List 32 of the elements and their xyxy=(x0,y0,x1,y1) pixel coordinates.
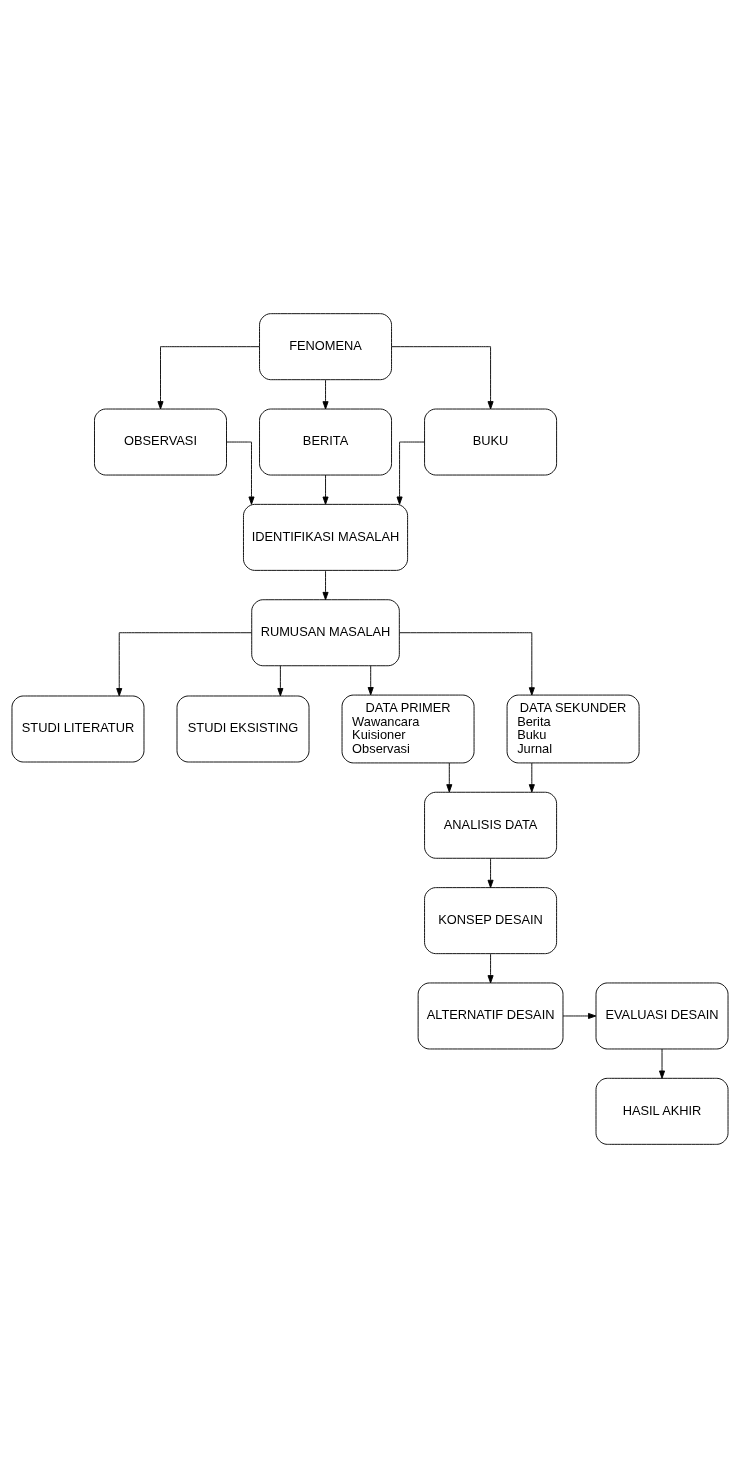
arrow xyxy=(322,474,329,505)
arrow xyxy=(322,570,329,601)
arrow xyxy=(487,857,494,889)
arrow xyxy=(391,346,494,410)
node-box: FENOMENA xyxy=(259,313,392,381)
node-box: OBSERVASI xyxy=(94,408,227,476)
arrow xyxy=(398,632,535,696)
arrow xyxy=(322,379,329,410)
node-box: DATA SEKUNDER Berita Buku Jurnal xyxy=(506,694,640,764)
arrow xyxy=(226,441,255,505)
node-box: HASIL AKHIR xyxy=(595,1077,729,1145)
node-box: RUMUSAN MASALAH xyxy=(251,599,400,667)
node-box: KONSEP DESAIN xyxy=(424,887,558,955)
arrow xyxy=(277,665,284,697)
arrow xyxy=(659,1048,666,1079)
arrow xyxy=(562,1012,597,1019)
node-box: STUDI EKSISTING xyxy=(176,695,310,763)
node-box: ALTERNATIF DESAIN xyxy=(417,982,564,1050)
node-box: DATA PRIMER Wawancara Kuisioner Observasi xyxy=(341,694,475,764)
node-box: BERITA xyxy=(259,408,392,476)
node-box: BUKU xyxy=(424,408,558,476)
node-box: IDENTIFIKASI MASALAH xyxy=(243,503,409,571)
arrow xyxy=(396,441,425,505)
node-box: EVALUASI DESAIN xyxy=(595,982,729,1050)
node-box: ANALISIS DATA xyxy=(424,791,558,859)
arrow xyxy=(528,762,535,793)
arrow xyxy=(446,762,453,793)
arrow xyxy=(157,346,260,410)
node-box: STUDI LITERATUR xyxy=(11,695,145,763)
arrow xyxy=(116,632,253,697)
arrow xyxy=(487,953,494,984)
arrow xyxy=(367,665,374,696)
